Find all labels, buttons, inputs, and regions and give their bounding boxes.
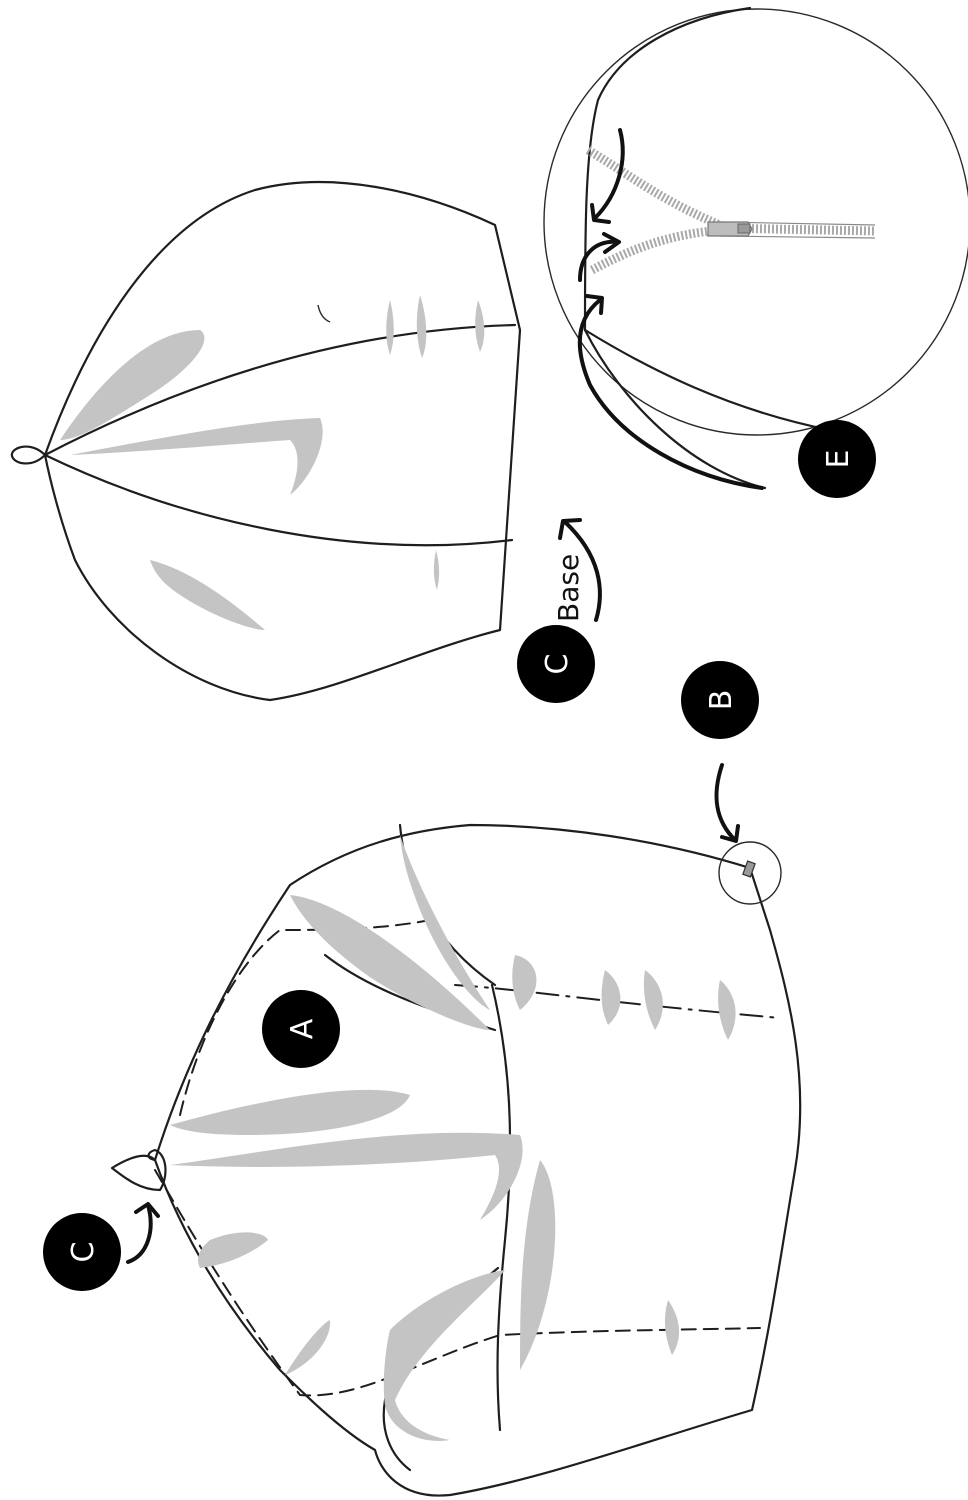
badge-c-right: C [517,625,595,703]
zipper-detail-flap [585,330,765,488]
top-view-seam-lower [45,455,512,545]
zipper-teeth-left [588,150,720,225]
top-view-shade-1 [60,330,204,440]
side-view-shade-9 [512,955,536,1010]
side-view-shade-11 [644,970,663,1030]
zipper-detail-seam-bottom [585,330,830,430]
zipper-detail-seam-top [585,8,750,330]
zipper-icon [588,150,875,270]
beanbag-top-view [12,182,520,700]
side-view-shade-3 [170,1090,410,1135]
badge-b: B [681,661,759,739]
badge-c-left: C [43,1213,121,1291]
arrow-c-left-head [136,1204,158,1216]
top-view-shade-7 [434,550,439,590]
top-view-shade-8 [318,305,330,322]
side-view-shade-10 [602,970,621,1025]
top-view-shade-3 [150,560,265,630]
top-view-shade-5 [417,295,426,358]
side-view-shade-12 [718,980,735,1040]
top-view-outline [45,182,520,700]
arrow-c-left [128,1205,151,1262]
badge-e-label: E [821,450,856,469]
badge-b-label: B [704,690,739,711]
badge-e: E [798,420,876,498]
arrow-b [716,765,735,840]
base-label: Base [552,554,585,622]
top-view-shade-4 [386,300,394,355]
top-view-handle [12,447,45,464]
side-view-shade-5 [520,1160,555,1370]
side-view-handle [112,1150,165,1190]
badge-c-left-label: C [66,1242,101,1263]
side-view-shade-13 [665,1300,679,1355]
badge-a-label: A [285,1018,320,1039]
beanbag-side-view [112,765,800,1496]
zipper-location-icon [743,861,755,877]
side-view-shade-6 [198,1232,268,1268]
zipper-pull [738,224,750,233]
side-view-shade-7 [285,1320,330,1375]
zipper-arrow-upper [595,130,623,218]
side-view-dash-lower [155,1170,760,1395]
side-view-shade-4 [170,1133,523,1220]
zipper-arrow-lower [580,300,762,488]
badge-a: A [262,990,340,1068]
top-view-shade-6 [475,300,484,352]
badge-c-right-label: C [540,654,575,675]
zipper-detail [544,8,968,488]
